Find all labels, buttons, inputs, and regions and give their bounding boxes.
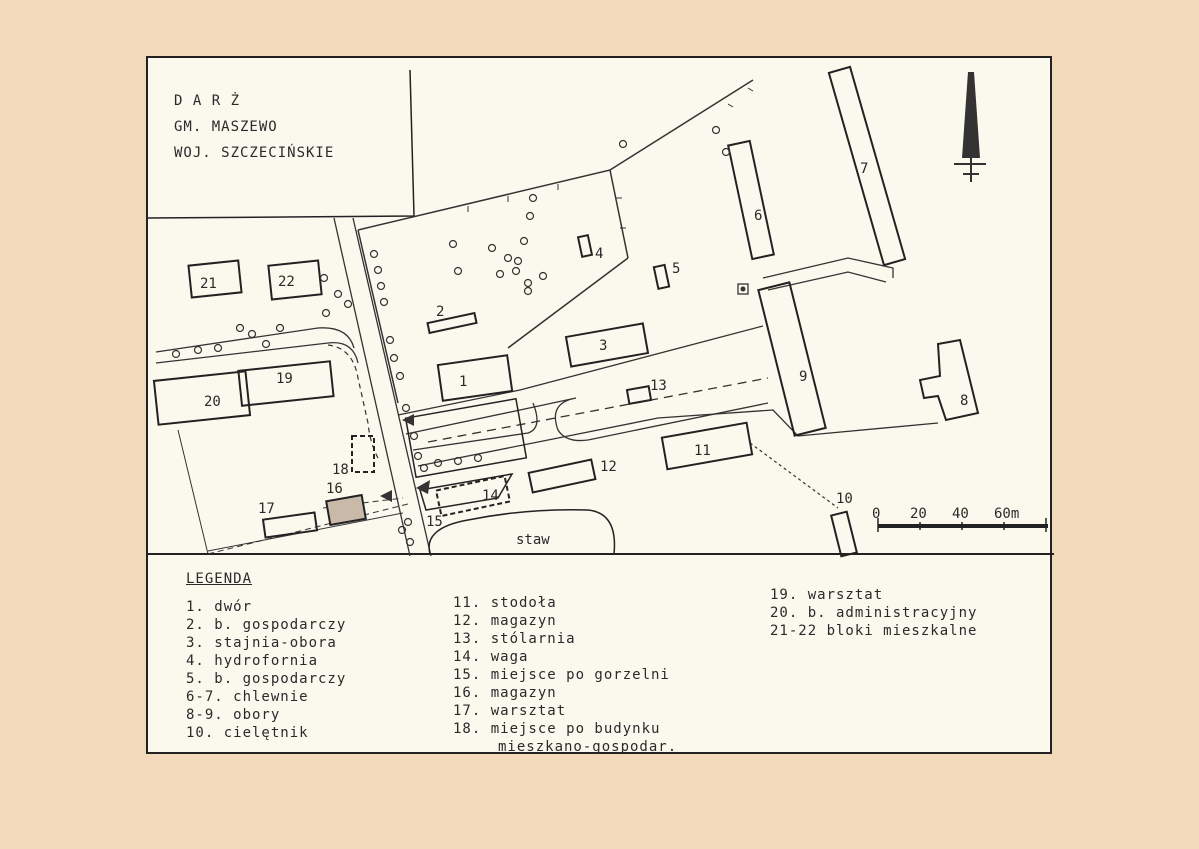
scale-tick-60m: 60m	[994, 506, 1019, 522]
trees	[171, 125, 731, 547]
west-road	[155, 327, 359, 364]
building-19	[237, 360, 335, 407]
title-line-3: WOJ. SZCZECIŃSKIE	[174, 145, 335, 161]
building-17	[261, 511, 319, 539]
building-6	[726, 139, 776, 261]
label-15: 15	[426, 514, 443, 530]
yard-road	[397, 257, 939, 467]
label-7: 7	[860, 161, 868, 177]
label-9: 9	[799, 369, 807, 385]
building-10	[829, 510, 859, 558]
building-13	[625, 385, 653, 405]
map-sheet: 0 20 40 60m 1 2 3 4 5 6 7 8 9 10 11 12 1…	[146, 56, 1054, 755]
pump-marker	[737, 283, 749, 295]
label-17: 17	[258, 501, 275, 517]
label-18: 18	[332, 462, 349, 478]
building-8	[918, 338, 980, 422]
building-labels: 1 2 3 4 5 6 7 8 9 10 11 12 13 14 15 16 1…	[200, 161, 968, 548]
title-line-2: GM. MASZEWO	[174, 119, 278, 135]
building-9	[757, 281, 827, 437]
label-14: 14	[482, 488, 499, 504]
building-11	[660, 421, 754, 471]
label-12: 12	[600, 459, 617, 475]
label-21: 21	[200, 276, 217, 292]
north-arrow-icon	[954, 72, 986, 182]
farmyard-fence	[357, 79, 754, 404]
scale-tick-40: 40	[952, 506, 969, 522]
building-1	[436, 354, 514, 402]
label-3: 3	[599, 338, 607, 354]
main-road	[333, 217, 432, 557]
dashed-path-west	[327, 344, 379, 459]
label-11: 11	[694, 443, 711, 459]
scale-tick-20: 20	[910, 506, 927, 522]
building-4	[576, 233, 594, 259]
label-5: 5	[672, 261, 680, 277]
building-12	[527, 458, 597, 494]
label-13: 13	[650, 378, 667, 394]
label-16: 16	[326, 481, 343, 497]
track-to-10	[749, 442, 839, 509]
title-line-1: D A R Ż	[174, 93, 241, 109]
label-20: 20	[204, 394, 221, 410]
label-6: 6	[754, 208, 762, 224]
building-5	[652, 263, 671, 290]
label-4: 4	[595, 246, 603, 262]
building-20	[152, 370, 252, 426]
pond	[428, 508, 616, 555]
scale-tick-0: 0	[872, 506, 880, 522]
building-16	[325, 493, 367, 527]
building-18	[351, 435, 375, 473]
building-15	[419, 472, 514, 511]
building-14	[434, 474, 512, 518]
scale-bar: 0 20 40 60m	[872, 506, 1048, 532]
site-plan-map: 0 20 40 60m 1 2 3 4 5 6 7 8 9 10 11 12 1…	[148, 65, 1054, 558]
building-2	[426, 311, 478, 335]
building-yard-barn	[404, 397, 528, 479]
fence-ticks	[467, 87, 754, 229]
label-22: 22	[278, 274, 295, 290]
buildings	[152, 65, 980, 558]
arrows	[380, 414, 430, 502]
building-22	[267, 259, 323, 301]
label-8: 8	[960, 393, 968, 409]
label-1: 1	[459, 374, 467, 390]
label-2: 2	[436, 304, 444, 320]
label-19: 19	[276, 371, 293, 387]
label-10: 10	[836, 491, 853, 507]
building-21	[187, 259, 243, 299]
label-pond: staw	[516, 532, 550, 548]
building-7	[827, 65, 907, 267]
building-3	[564, 322, 650, 368]
